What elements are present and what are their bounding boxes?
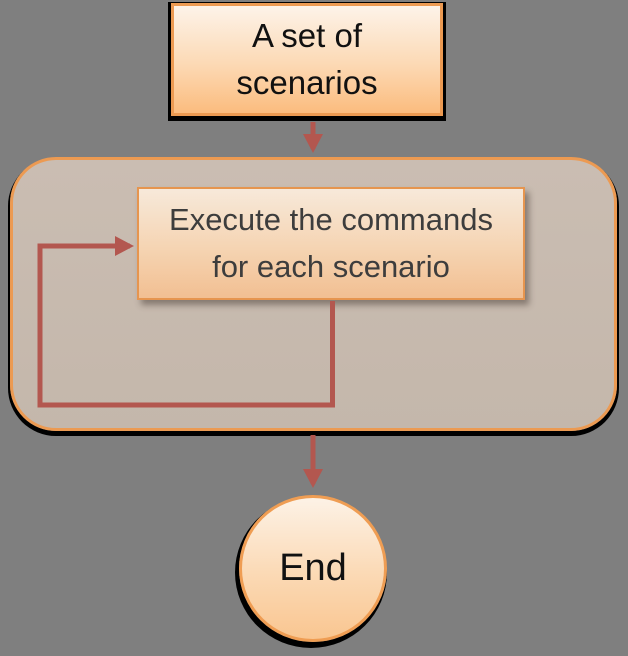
process-node-label: Execute the commands for each scenario bbox=[169, 202, 493, 284]
start-node: A set of scenarios bbox=[171, 3, 443, 116]
start-node-label: A set of scenarios bbox=[236, 16, 378, 101]
process-node: Execute the commands for each scenario bbox=[137, 187, 525, 300]
end-node: End bbox=[239, 495, 387, 642]
end-node-label: End bbox=[279, 547, 347, 589]
